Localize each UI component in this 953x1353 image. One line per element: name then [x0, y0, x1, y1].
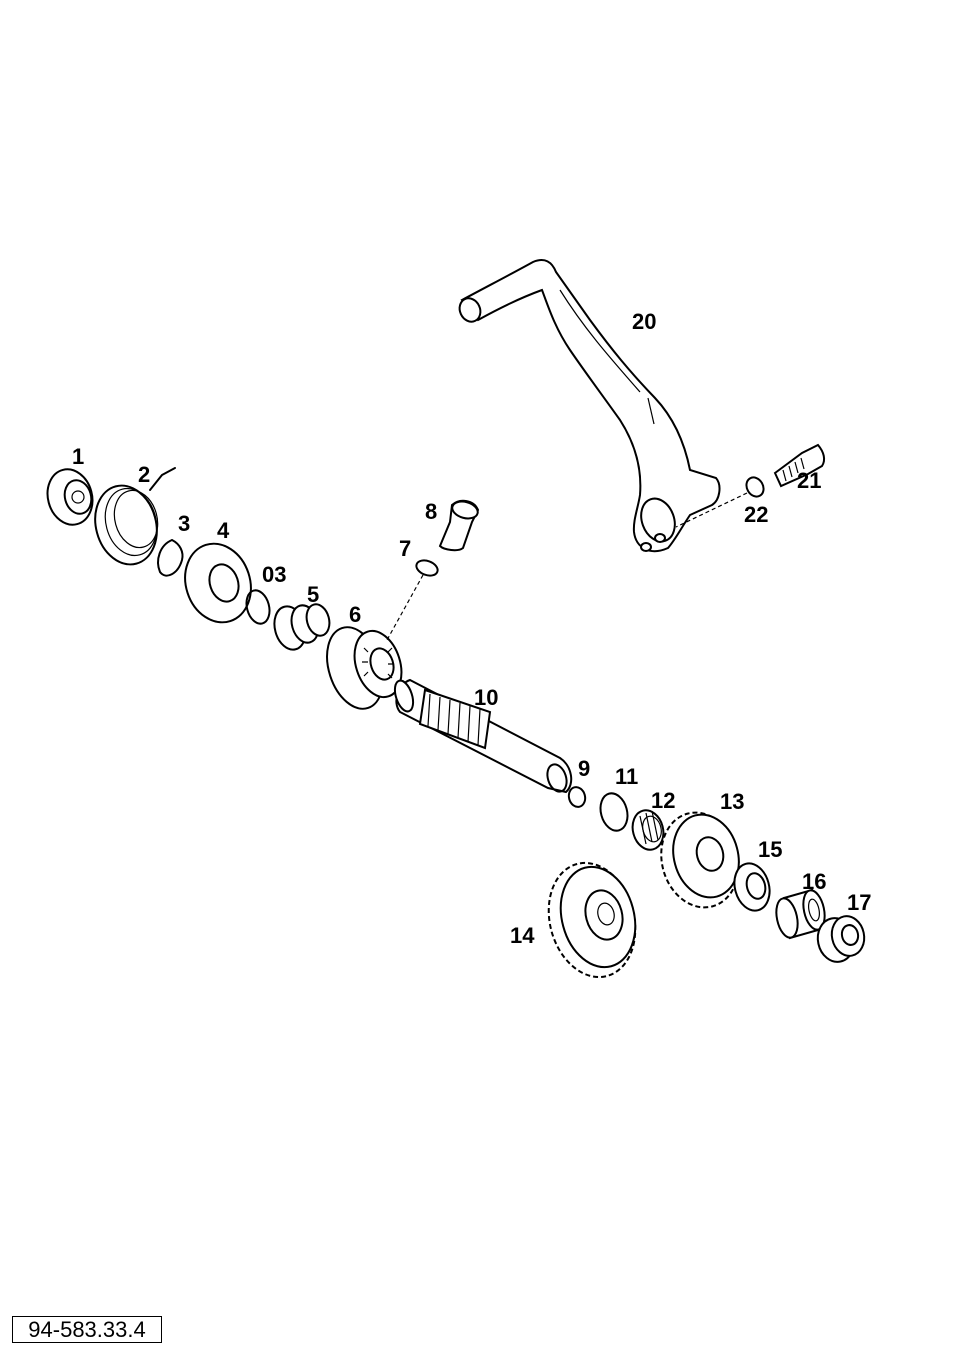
part-label: 10	[474, 685, 498, 710]
part-label: 4	[217, 518, 230, 543]
bolt	[773, 443, 826, 488]
bushing	[273, 603, 331, 651]
part-label: 6	[349, 602, 361, 627]
part-label: 7	[399, 536, 411, 561]
ratchet	[46, 468, 94, 526]
part-label: 13	[720, 789, 744, 814]
needle-bearing	[775, 888, 826, 940]
kick-start-spring	[94, 467, 176, 566]
kick-start-shaft	[393, 678, 573, 794]
shim	[599, 792, 629, 832]
part-label: 03	[262, 562, 286, 587]
part-label: 22	[744, 502, 768, 527]
part-label: 3	[178, 511, 190, 536]
ring	[245, 589, 271, 625]
washer	[733, 862, 771, 912]
part-label: 2	[138, 462, 150, 487]
part-label: 20	[632, 309, 656, 334]
washer	[415, 559, 439, 577]
idler-gear	[660, 811, 740, 909]
part-label: 16	[802, 869, 826, 894]
washer	[567, 786, 587, 808]
needle-bearing	[631, 809, 665, 851]
pin	[438, 499, 480, 552]
ratchet-gear	[326, 626, 403, 710]
part-label: 15	[758, 837, 782, 862]
kick-start-lever	[458, 259, 721, 553]
bushing	[816, 915, 866, 963]
thrust-washer	[184, 542, 252, 624]
part-label: 5	[307, 582, 319, 607]
part-label: 14	[510, 923, 535, 948]
part-label: 12	[651, 788, 675, 813]
part-label: 17	[847, 890, 871, 915]
part-label: 1	[72, 444, 84, 469]
part-label: 21	[797, 468, 821, 493]
kick-start-gear	[547, 861, 637, 979]
part-label: 9	[578, 756, 590, 781]
washer	[745, 476, 765, 498]
part-label: 11	[615, 764, 638, 789]
part-label: 8	[425, 499, 437, 524]
circlip	[157, 539, 184, 577]
drawing-code: 94-583.33.4	[12, 1316, 162, 1343]
